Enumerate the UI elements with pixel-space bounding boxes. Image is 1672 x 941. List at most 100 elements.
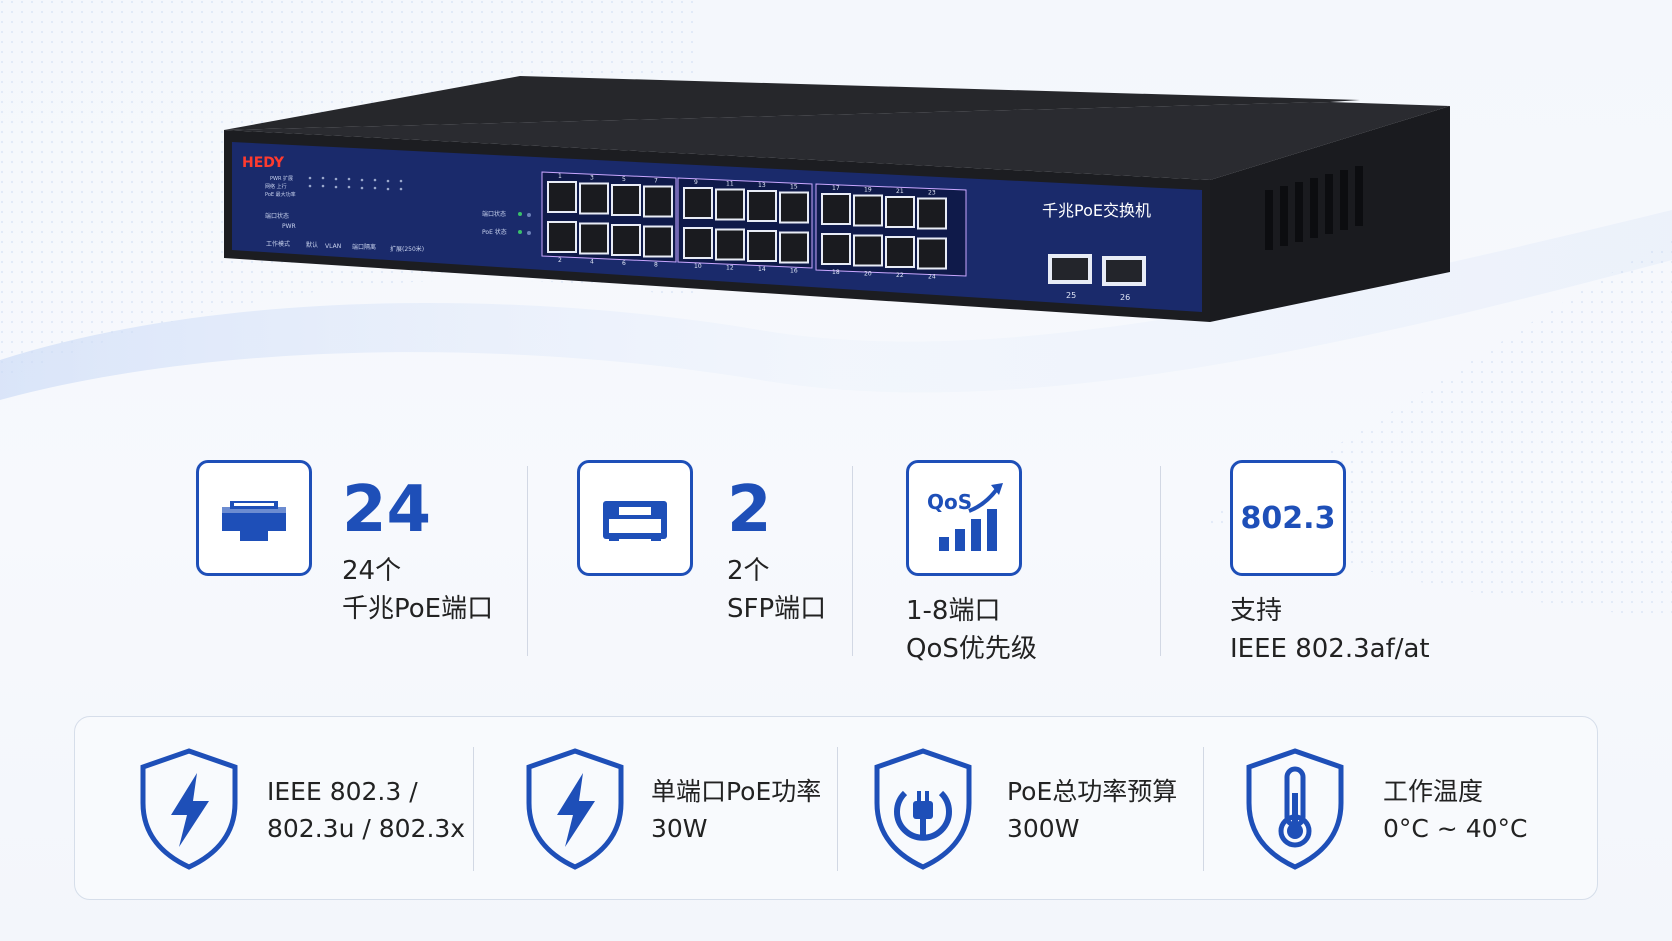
power-plug-shield-icon (871, 747, 975, 871)
rj45-port (683, 227, 713, 259)
lightning-shield-icon (137, 747, 241, 871)
feature-standard-line1: 支持 (1230, 596, 1283, 626)
rj45-port (821, 193, 851, 225)
rj45-port (853, 194, 883, 227)
divider (837, 747, 838, 871)
sfp-port-icon (577, 460, 693, 576)
side-label-port: 端口状态 (265, 212, 289, 220)
mode-label-3: 端口隔离 (352, 243, 376, 251)
card-feature-2-line1: 单端口PoE功率 (651, 777, 822, 806)
card-feature-2-line2: 30W (651, 814, 708, 843)
card-feature-3-line1: PoE总功率预算 (1007, 777, 1178, 806)
feature-rj45-line2: 千兆PoE端口 (342, 594, 494, 624)
poe-switch-image: HEDY PWR 扩展 网络 上行 PoE 最大功率 端口状态 PWR 工作模式… (220, 72, 1460, 372)
port-number-top: 11 (726, 181, 734, 188)
rj45-port (547, 221, 577, 253)
rj45-port (747, 230, 777, 262)
rj45-port (715, 228, 745, 261)
mode-label-4: 扩展(250米) (390, 245, 424, 253)
port-number-top: 21 (896, 188, 904, 195)
card-feature-4-line1: 工作温度 (1383, 777, 1484, 806)
rj45-port (917, 237, 947, 270)
card-feature-3-line2: 300W (1007, 814, 1080, 843)
port-number-top: 5 (622, 176, 626, 183)
panel-row-1: PWR 扩展 (270, 175, 293, 182)
standard-icon-text: 802.3 (1240, 500, 1336, 536)
port-number-top: 13 (758, 182, 766, 189)
port-number-top: 1 (558, 173, 562, 180)
divider (527, 466, 528, 656)
mode-label-0: 工作模式 (266, 240, 290, 248)
rj45-port (917, 197, 947, 230)
divider (1203, 747, 1204, 871)
port-number-bottom: 10 (694, 263, 702, 270)
features-top: 24 24个 千兆PoE端口 2 2个 SFP端口 QoS (0, 460, 1672, 670)
rj45-port (579, 222, 609, 255)
lightning-shield-icon (523, 747, 627, 871)
port-number-bottom: 14 (758, 266, 766, 273)
qos-icon-text: QoS (927, 490, 972, 514)
port-number-top: 3 (590, 175, 594, 182)
port-number-bottom: 20 (864, 271, 872, 278)
port-number-top: 15 (790, 184, 798, 191)
led-label-port: 端口状态 (482, 210, 506, 218)
model-label: 千兆PoE交换机 (1042, 201, 1151, 220)
divider (1160, 466, 1161, 656)
feature-qos-line2: QoS优先级 (906, 634, 1037, 664)
rj45-port-icon (196, 460, 312, 576)
feature-sfp-line1: 2个 (727, 556, 770, 586)
mode-label-2: VLAN (325, 243, 341, 250)
port-number-bottom: 8 (654, 262, 658, 269)
port-number-bottom: 22 (896, 272, 904, 279)
port-number-bottom: 12 (726, 265, 734, 272)
card-feature-1-line2: 802.3u / 802.3x (267, 814, 466, 843)
rj45-port (579, 182, 609, 215)
rj45-port (885, 236, 915, 268)
standard-icon: 802.3 (1230, 460, 1346, 576)
panel-row-3: PoE 最大功率 (265, 191, 296, 198)
rj45-port (683, 187, 713, 219)
brand-logo: HEDY (242, 155, 285, 171)
port-number-bottom: 4 (590, 259, 594, 266)
features-bottom-card: IEEE 802.3 / 802.3u / 802.3x 单端口PoE功率 30… (74, 716, 1598, 900)
rj45-port (885, 196, 915, 228)
feature-rj45-line1: 24个 (342, 556, 402, 586)
rj45-port (643, 225, 673, 258)
divider (473, 747, 474, 871)
rj45-port (715, 188, 745, 221)
rj45-port (779, 191, 809, 224)
thermometer-shield-icon (1243, 747, 1347, 871)
rj45-port (779, 231, 809, 264)
mode-label-1: 默认 (306, 241, 318, 249)
led-label-poe: PoE 状态 (482, 228, 507, 236)
port-number-bottom: 24 (928, 274, 936, 281)
rj45-port (747, 190, 777, 222)
rj45-port (643, 185, 673, 218)
port-number-top: 23 (928, 190, 936, 197)
rj45-port (853, 234, 883, 267)
port-number-top: 9 (694, 179, 698, 186)
card-feature-1-line1: IEEE 802.3 / (267, 777, 418, 806)
port-number-bottom: 2 (558, 257, 562, 264)
port-number-bottom: 6 (622, 260, 626, 267)
port-number-top: 19 (864, 187, 872, 194)
divider (852, 466, 853, 656)
feature-standard-line2: IEEE 802.3af/at (1230, 634, 1430, 664)
panel-row-2: 网络 上行 (265, 183, 287, 190)
feature-sfp-line2: SFP端口 (727, 594, 827, 624)
port-number-bottom: 16 (790, 268, 798, 275)
rj45-port (611, 184, 641, 216)
card-feature-4-line2: 0°C ~ 40°C (1383, 814, 1528, 843)
feature-sfp-number: 2 (727, 473, 772, 547)
rj45-port (611, 224, 641, 256)
feature-qos-line1: 1-8端口 (906, 596, 1001, 626)
port-number-bottom: 18 (832, 269, 840, 276)
rj45-port (821, 233, 851, 265)
side-label-pwr: PWR (282, 223, 296, 230)
qos-icon: QoS (906, 460, 1022, 576)
feature-rj45-number: 24 (342, 473, 432, 547)
sfp-number-26: 26 (1120, 293, 1130, 302)
port-number-top: 7 (654, 178, 658, 185)
sfp-number-25: 25 (1066, 291, 1076, 300)
port-number-top: 17 (832, 185, 840, 192)
